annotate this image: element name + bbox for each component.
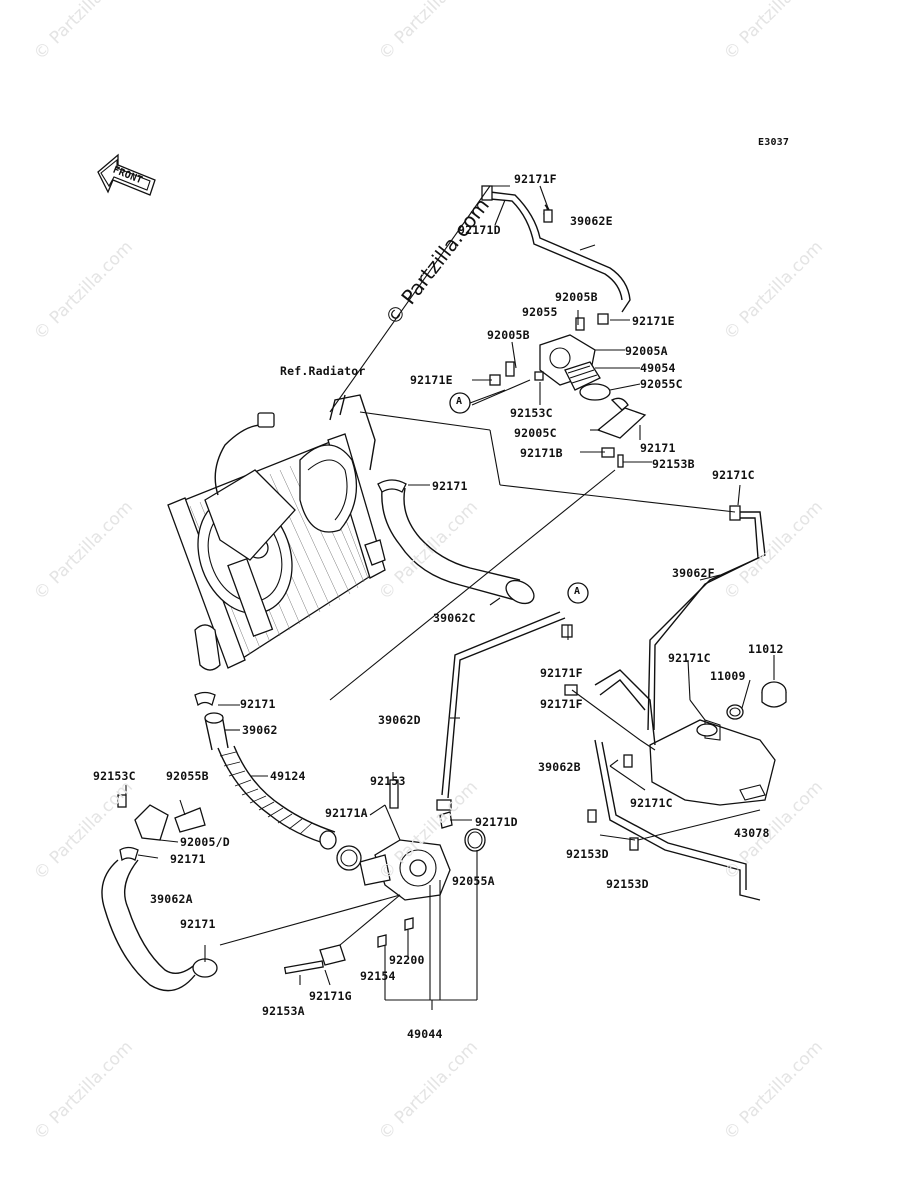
part-label: 92171 [240, 697, 276, 711]
water-pump-icon [336, 779, 486, 948]
reservoir-tank-icon [594, 669, 787, 806]
thermostat-housing-icon [489, 313, 647, 468]
part-label: 39062F [672, 566, 715, 580]
part-label: 43078 [734, 826, 770, 840]
diagram-code: E3037 [758, 137, 790, 148]
part-label: 39062E [570, 214, 613, 228]
radiator-icon [167, 394, 386, 671]
part-label: 92171D [458, 223, 501, 237]
part-label: 92005B [487, 328, 530, 342]
ref-marker-a-2: A [574, 586, 581, 597]
part-label: 39062A [150, 892, 193, 906]
hose-39062d-icon [441, 611, 561, 796]
part-label: 92171F [540, 666, 583, 680]
part-label: 92171E [632, 314, 675, 328]
ref-radiator-label: Ref.Radiator [280, 364, 366, 378]
part-label: 49124 [270, 769, 306, 783]
part-label: 92005C [514, 426, 557, 440]
part-label: 92153D [606, 877, 649, 891]
part-label: 92171 [432, 479, 468, 493]
part-label: 92153A [262, 1004, 305, 1018]
part-label: 92171 [170, 852, 206, 866]
part-label: 92200 [389, 953, 425, 967]
hose-39062c-icon [381, 489, 516, 601]
part-label: 92005B [555, 290, 598, 304]
part-label: 92171 [180, 917, 216, 931]
part-label: 92171D [475, 815, 518, 829]
part-label: 92153C [510, 406, 553, 420]
front-arrow-icon [97, 153, 156, 196]
part-label: 49044 [407, 1027, 443, 1041]
part-label: 92171B [520, 446, 563, 460]
part-label: 92171 [640, 441, 676, 455]
part-label: 92154 [360, 969, 396, 983]
part-label: 92171F [540, 697, 583, 711]
part-label: 39062D [378, 713, 421, 727]
ref-marker-a-1: A [456, 396, 463, 407]
water-pipe-fitting-icon [117, 794, 206, 862]
part-label: 92005A [625, 344, 668, 358]
hose-39062-icon [204, 714, 229, 751]
part-label: 92055B [166, 769, 209, 783]
part-label: 92055A [452, 874, 495, 888]
hose-39062b-icon [594, 739, 761, 901]
part-label: 92153B [652, 457, 695, 471]
hose-39062e-icon [489, 191, 631, 313]
part-label: 11009 [710, 669, 746, 683]
part-label: 92171G [309, 989, 352, 1003]
part-label: 92171C [668, 651, 711, 665]
part-label: 92171E [410, 373, 453, 387]
part-label: 92171C [712, 468, 755, 482]
part-label: 92171C [630, 796, 673, 810]
hose-39062f-icon [647, 511, 766, 731]
part-label: 92153D [566, 847, 609, 861]
part-label: 92055C [640, 377, 683, 391]
hose-39062a-icon [101, 859, 196, 992]
part-label: 49054 [640, 361, 676, 375]
hose-49124-icon [217, 747, 331, 846]
part-label: 39062B [538, 760, 581, 774]
part-label: 39062C [433, 611, 476, 625]
part-label: 11012 [748, 642, 784, 656]
part-label: 92055 [522, 305, 558, 319]
part-label: 92153C [93, 769, 136, 783]
part-label: 92171A [325, 806, 368, 820]
part-label: 39062 [242, 723, 278, 737]
part-label: 92153 [370, 774, 406, 788]
part-label: 92171F [514, 172, 557, 186]
part-label: 92005/D [180, 835, 230, 849]
